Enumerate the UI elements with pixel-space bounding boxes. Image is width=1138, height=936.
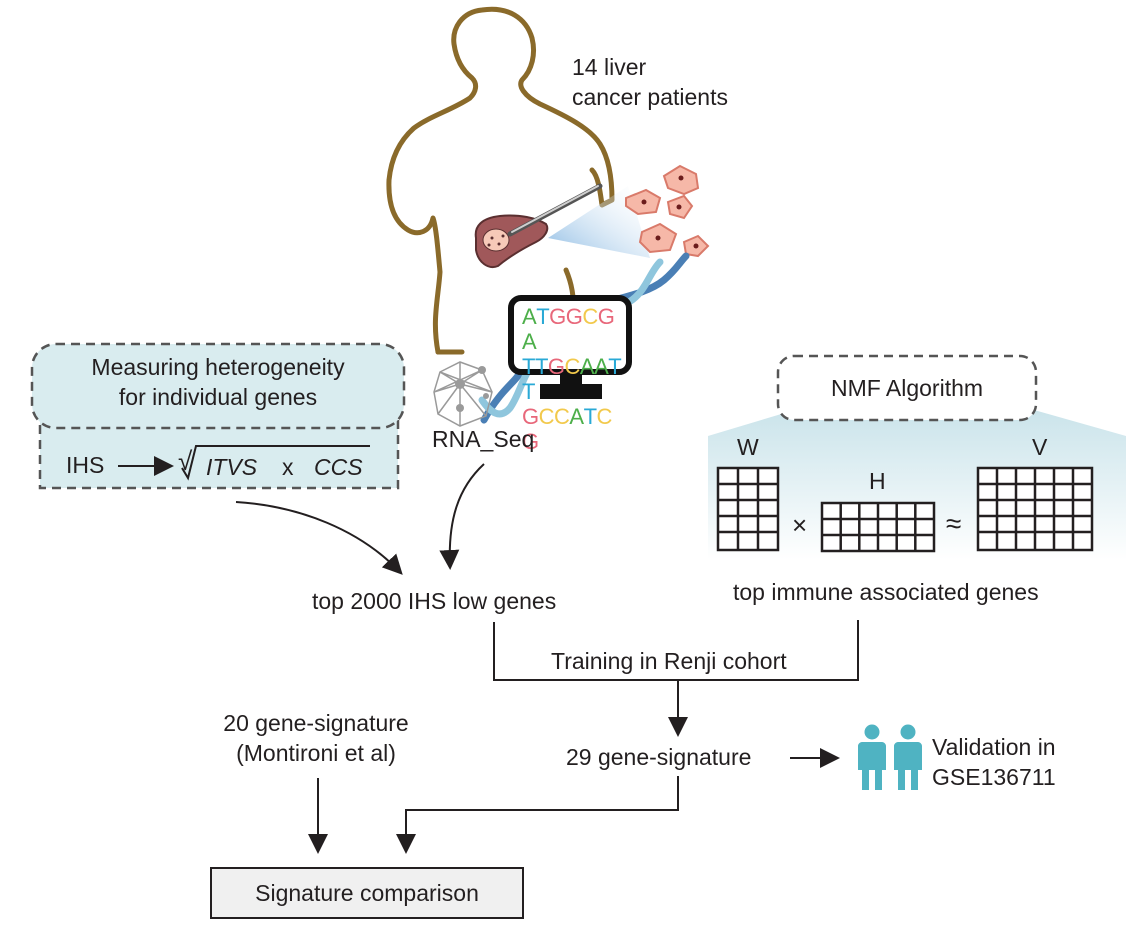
times-symbol: × bbox=[792, 510, 808, 540]
dna-base: T bbox=[608, 354, 622, 379]
dna-base: C bbox=[596, 404, 613, 429]
dna-base: T bbox=[522, 354, 535, 379]
ccs-label: CCS bbox=[314, 454, 363, 480]
patient-body-silhouette bbox=[386, 6, 615, 355]
dna-base: G bbox=[565, 304, 583, 329]
liver-icon bbox=[474, 214, 549, 268]
dna-sequence-display: ATGGCGA TTGCAATT GCCATCG bbox=[522, 304, 622, 454]
dna-base: G bbox=[522, 429, 539, 454]
tumor-cells-cluster bbox=[625, 164, 710, 258]
dna-base: T bbox=[536, 304, 550, 329]
patients-label: 14 liver cancer patients bbox=[572, 52, 728, 112]
dna-base: T bbox=[583, 404, 597, 429]
matrix-w bbox=[716, 466, 780, 552]
patients-label-line1: 14 liver bbox=[572, 54, 647, 80]
heterogeneity-title: Measuring heterogeneity for individual g… bbox=[32, 352, 404, 412]
dna-base: A bbox=[522, 329, 537, 354]
dna-line: TTGCAATT bbox=[522, 354, 622, 404]
dna-base: G bbox=[549, 304, 566, 329]
matrix-v-label: V bbox=[1032, 434, 1048, 460]
monitor-stand bbox=[540, 384, 602, 399]
dna-base: C bbox=[554, 404, 570, 429]
person-icon bbox=[894, 724, 922, 790]
arrow-rnaseq-to-top2000 bbox=[439, 463, 485, 570]
dna-base: G bbox=[522, 404, 539, 429]
times-label: x bbox=[282, 454, 294, 480]
tumor-spot bbox=[482, 228, 510, 252]
arrow-29-to-comparison bbox=[396, 776, 679, 854]
dna-base: G bbox=[547, 354, 565, 379]
dna-base: C bbox=[582, 304, 598, 329]
arrow-ihs-to-top2000 bbox=[235, 501, 403, 575]
dna-base: T bbox=[522, 379, 535, 404]
dna-line: GCCATCG bbox=[522, 404, 622, 454]
top-immune-label: top immune associated genes bbox=[733, 579, 1039, 605]
person-icon bbox=[858, 724, 886, 790]
heterogeneity-formula-box bbox=[38, 416, 400, 490]
signature-comparison-box bbox=[210, 867, 524, 919]
sqrt-symbol: √ bbox=[178, 446, 193, 476]
sqrt-bar bbox=[181, 445, 370, 481]
signature-29-label: 29 gene-signature bbox=[566, 744, 752, 770]
heterogeneity-title-box bbox=[30, 342, 406, 430]
matrix-h bbox=[820, 501, 936, 553]
itvs-label: ITVS bbox=[206, 454, 258, 480]
patients-label-line2: cancer patients bbox=[572, 84, 728, 110]
heterogeneity-title-line1: Measuring heterogeneity bbox=[91, 354, 345, 380]
comparison-label: Signature comparison bbox=[255, 880, 479, 906]
validation-line2: GSE136711 bbox=[932, 764, 1056, 790]
approx-symbol: ≈ bbox=[946, 508, 962, 539]
training-label: Training in Renji cohort bbox=[551, 648, 787, 674]
ihs-label: IHS bbox=[66, 452, 105, 478]
matrix-h-label: H bbox=[869, 468, 886, 494]
matrix-v bbox=[976, 466, 1094, 552]
dna-base: A bbox=[579, 354, 595, 379]
monitor-neck bbox=[560, 372, 582, 384]
dna-base: A bbox=[569, 404, 584, 429]
dna-base: T bbox=[534, 354, 548, 379]
dna-base: A bbox=[522, 304, 537, 329]
training-bracket bbox=[493, 620, 859, 681]
dna-base: C bbox=[564, 354, 581, 379]
top-ihs-label: top 2000 IHS low genes bbox=[312, 588, 557, 614]
validation-line1: Validation in bbox=[932, 734, 1056, 760]
dna-line: ATGGCGA bbox=[522, 304, 622, 354]
biopsy-beam bbox=[548, 186, 650, 258]
dna-base: C bbox=[538, 404, 555, 429]
dna-base: A bbox=[594, 354, 609, 379]
nmf-title-box bbox=[776, 354, 1038, 422]
rna-seq-label: RNA_Seq bbox=[432, 426, 535, 452]
signature-20-label: 20 gene-signature (Montironi et al) bbox=[196, 708, 436, 768]
signature-20-line1: 20 gene-signature bbox=[223, 710, 409, 736]
matrix-w-label: W bbox=[737, 434, 759, 460]
nmf-title: NMF Algorithm bbox=[830, 375, 984, 401]
validation-label: Validation in GSE136711 bbox=[932, 732, 1056, 792]
heterogeneity-title-line2: for individual genes bbox=[118, 384, 318, 410]
signature-20-line2: (Montironi et al) bbox=[236, 740, 396, 766]
dna-base: G bbox=[597, 304, 615, 329]
